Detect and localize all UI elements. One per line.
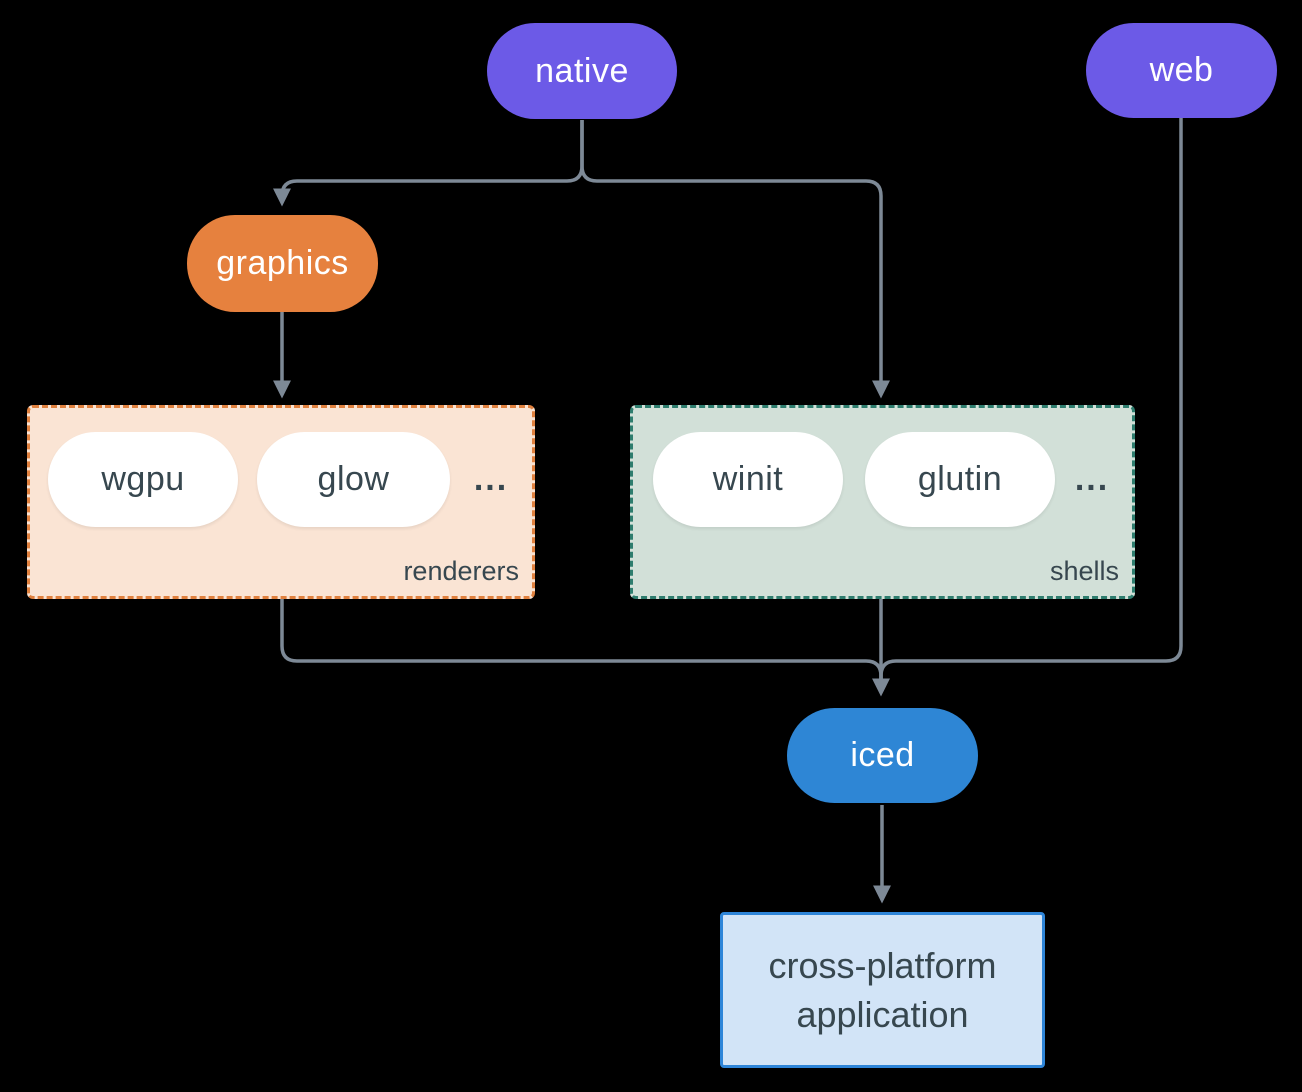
node-iced-label: iced	[850, 736, 915, 774]
node-native: native	[487, 23, 677, 119]
pill-wgpu: wgpu	[48, 432, 238, 527]
edge-renderers-iced	[280, 599, 883, 688]
pill-winit: winit	[653, 432, 843, 527]
node-graphics-label: graphics	[216, 244, 349, 282]
edge-web-iced	[879, 118, 1183, 688]
app-label-line2: application	[796, 994, 969, 1035]
renderers-ellipsis: ...	[473, 460, 509, 498]
pill-glutin: glutin	[865, 432, 1055, 527]
shells-ellipsis: ...	[1074, 460, 1110, 498]
pill-winit-label: winit	[712, 460, 784, 498]
node-web: web	[1086, 23, 1277, 118]
node-graphics: graphics	[187, 215, 378, 312]
app-label-line1: cross-platform	[768, 945, 997, 986]
group-shells: winit glutin ... shells	[630, 405, 1135, 599]
group-label-shells: shells	[1049, 556, 1119, 586]
node-native-label: native	[535, 51, 629, 90]
edge-native-graphics	[272, 120, 584, 207]
node-iced: iced	[787, 708, 978, 803]
group-renderers: wgpu glow ... renderers	[27, 405, 535, 599]
edge-native-shells	[580, 120, 891, 399]
pill-glutin-label: glutin	[917, 460, 1003, 498]
node-web-label: web	[1149, 51, 1214, 89]
pill-wgpu-label: wgpu	[101, 460, 185, 498]
node-cross-platform-application: cross-platform application	[720, 912, 1045, 1068]
pill-glow-label: glow	[317, 460, 390, 498]
group-label-renderers: renderers	[403, 556, 519, 586]
pill-glow: glow	[257, 432, 450, 527]
